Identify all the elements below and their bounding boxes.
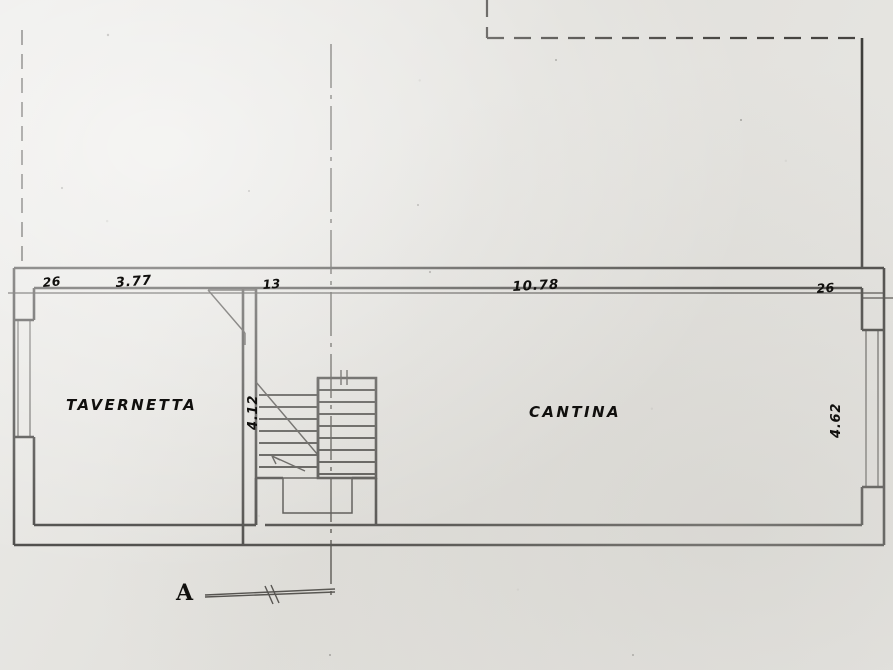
staircase (254, 370, 378, 527)
paper-speckles (60, 33, 742, 656)
dimension-partition-thickness: 13 (262, 275, 282, 292)
dimension-wall-right-thickness: 26 (816, 279, 836, 296)
dimension-tavernetta-width: 3.77 (115, 272, 153, 291)
perimeter-walls (12, 266, 886, 547)
room-label-tavernetta: TAVERNETTA (66, 396, 198, 414)
section-cut-line (204, 584, 336, 605)
room-label-cantina: CANTINA (529, 403, 621, 421)
dimension-cantina-width: 10.78 (512, 276, 560, 295)
upper-floor-dashed-outline (21, 0, 864, 268)
dimension-tavernetta-depth: 4.12 (246, 394, 261, 430)
section-marker-a: A (176, 580, 194, 606)
dimension-wall-left-thickness: 26 (42, 273, 62, 290)
door-swing-tavernetta (207, 289, 256, 345)
dimension-cantina-depth: 4.62 (829, 402, 844, 438)
dimension-line-horizontal (8, 288, 884, 299)
